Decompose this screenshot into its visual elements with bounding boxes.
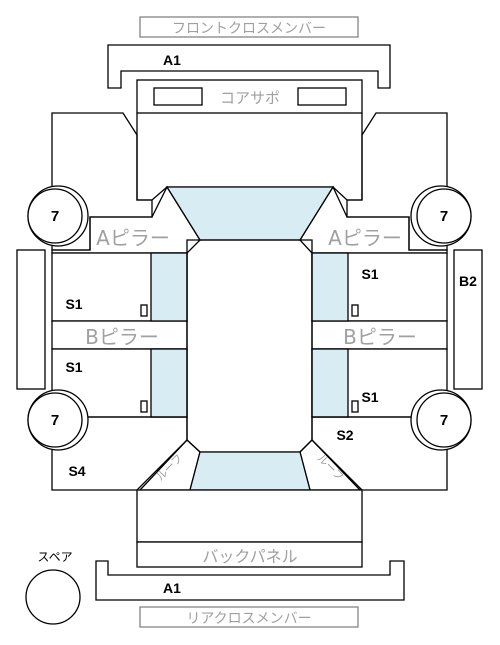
right-roof-side-code: B2 xyxy=(459,273,477,289)
front-left-door-handle xyxy=(140,304,148,317)
rear-cross-member-box[interactable] xyxy=(139,606,359,628)
windshield[interactable] xyxy=(165,186,335,241)
front-left-wheel-code: 7 xyxy=(51,208,59,225)
rear-left-door-code: S1 xyxy=(65,359,82,375)
rear-right-quarter-code: S2 xyxy=(336,427,353,443)
rear-left-quarter[interactable] xyxy=(51,416,188,491)
front-right-door-code: S1 xyxy=(361,266,378,282)
front-right-wheel-code: 7 xyxy=(440,208,448,225)
rear-cross-member-label: リアクロスメンバー xyxy=(186,611,311,627)
rear-cross-member-part[interactable] xyxy=(95,560,405,601)
front-cross-member-code: A1 xyxy=(163,52,181,68)
rear-left-c-pillar-mark: ルーフ xyxy=(153,451,185,483)
front-right-window[interactable] xyxy=(311,252,349,322)
a-pillar-right-label: Aピラー xyxy=(328,226,402,250)
right-roof-side-rail[interactable] xyxy=(453,249,483,390)
front-right-door-handle xyxy=(351,304,359,317)
spare-tire[interactable] xyxy=(25,569,81,625)
trunk-lid[interactable] xyxy=(136,489,363,543)
rear-cross-member-code: A1 xyxy=(163,580,181,596)
rear-left-window[interactable] xyxy=(150,348,188,418)
rear-right-wheel-code: 7 xyxy=(440,412,448,429)
front-left-window[interactable] xyxy=(150,252,188,322)
rear-right-quarter[interactable] xyxy=(311,416,448,491)
front-left-wheel[interactable] xyxy=(27,188,83,244)
rear-right-wheel[interactable] xyxy=(416,392,472,448)
spare-tire-label: スペア xyxy=(37,550,72,564)
back-panel[interactable] xyxy=(136,541,363,568)
rear-window[interactable] xyxy=(189,451,311,491)
rear-right-c-pillar-mark: ルーフ xyxy=(314,451,346,483)
rear-right-door-code: S1 xyxy=(361,389,378,405)
front-right-wheel[interactable] xyxy=(416,188,472,244)
rear-left-quarter-code: S4 xyxy=(68,463,85,479)
front-cross-member-part[interactable] xyxy=(107,44,391,89)
roof[interactable] xyxy=(186,239,313,453)
core-support-label: コアサポ xyxy=(220,89,280,107)
back-panel-label: バックパネル xyxy=(202,547,297,566)
rear-left-wheel-code: 7 xyxy=(51,412,59,429)
front-cross-member-box[interactable] xyxy=(139,16,359,38)
rear-left-wheel[interactable] xyxy=(27,392,83,448)
a-pillar-left-label: Aピラー xyxy=(96,226,170,250)
rear-right-door-handle xyxy=(351,400,359,413)
b-pillar-right-label: Bピラー xyxy=(343,325,417,349)
front-left-door-code: S1 xyxy=(65,296,82,312)
rear-right-window[interactable] xyxy=(311,348,349,418)
left-roof-side-rail[interactable] xyxy=(16,249,46,390)
b-pillar-left-label: Bピラー xyxy=(85,325,159,349)
rear-left-door-handle xyxy=(140,400,148,413)
core-support-right-slot xyxy=(297,87,347,106)
core-support-left-slot xyxy=(153,87,203,106)
front-cross-member-label: フロントクロスメンバー xyxy=(172,21,326,37)
